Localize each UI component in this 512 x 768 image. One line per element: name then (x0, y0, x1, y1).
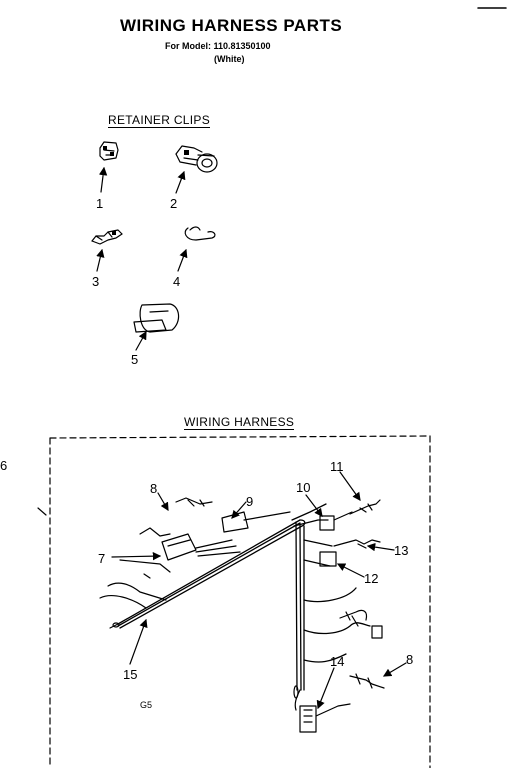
callout-13: 13 (394, 543, 409, 558)
retainer-clip-1-drawing (99, 141, 119, 161)
callout-2: 2 (170, 196, 178, 211)
callout-1: 1 (96, 196, 104, 211)
connector-10 (319, 511, 353, 531)
connector-12 (319, 551, 337, 567)
leader-15 (129, 618, 148, 665)
retainer-clip-3-drawing (91, 229, 123, 245)
callout-14: 14 (330, 654, 345, 669)
terminal-11 (349, 499, 381, 515)
leader-4 (177, 248, 188, 272)
callout-6: 6 (0, 458, 8, 473)
callout-3: 3 (92, 274, 100, 289)
connector-9 (221, 511, 291, 533)
leader-1 (98, 166, 108, 193)
retainer-clip-2-drawing (175, 145, 218, 173)
callout-5: 5 (131, 352, 139, 367)
retainer-clip-5-drawing (133, 303, 180, 333)
leader-8-top (157, 492, 169, 512)
callout-4: 4 (173, 274, 181, 289)
leader-14 (316, 667, 335, 710)
callout-11: 11 (330, 459, 344, 474)
leader-13 (366, 542, 395, 552)
callout-12: 12 (364, 571, 379, 586)
model-color: (White) (214, 54, 245, 64)
connector-14 (299, 703, 351, 733)
connector-7 (161, 533, 241, 561)
terminal-8-top (139, 497, 213, 537)
plug-right (339, 609, 383, 639)
leader-3 (96, 248, 105, 272)
leader-7 (111, 551, 162, 561)
model-number: For Model: 110.81350100 (165, 41, 271, 51)
leader-5 (135, 330, 147, 351)
wire-bundle (117, 503, 371, 691)
callout-8-top: 8 (150, 481, 158, 496)
harness-box-dashed (49, 435, 431, 768)
leader-8-bottom (382, 662, 407, 677)
section-heading-retainer-clips: RETAINER CLIPS (108, 113, 210, 128)
leader-9 (231, 501, 247, 519)
page-title: WIRING HARNESS PARTS (120, 16, 343, 35)
loose-wires (99, 559, 301, 711)
terminal-8-bottom (349, 673, 385, 689)
callout-9: 9 (246, 494, 254, 509)
leader-11 (339, 471, 361, 501)
leader-12 (336, 563, 365, 578)
terminal-13 (333, 539, 381, 549)
retainer-clip-4-drawing (184, 226, 216, 241)
leader-10 (305, 494, 323, 517)
leader-6 (37, 507, 47, 516)
code-mark: G5 (140, 700, 153, 710)
leader-2 (175, 170, 186, 194)
callout-8-bottom: 8 (406, 652, 414, 667)
callout-10: 10 (296, 480, 311, 495)
section-heading-wiring-harness: WIRING HARNESS (184, 415, 295, 430)
cable-15 (109, 622, 120, 629)
callout-7: 7 (98, 551, 106, 566)
callout-15: 15 (123, 667, 138, 682)
